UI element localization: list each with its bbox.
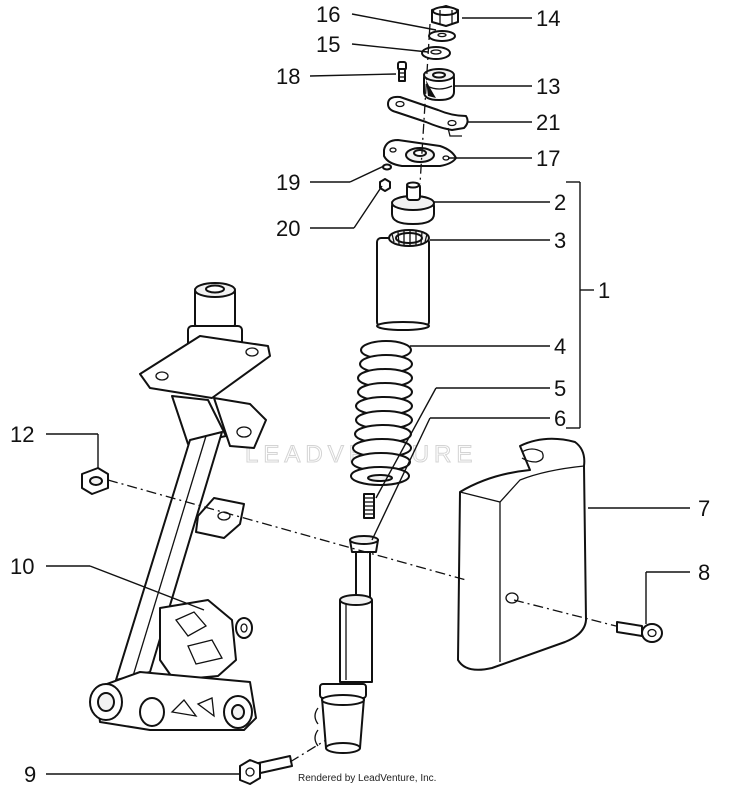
label-16: 16 — [316, 2, 340, 27]
leader-lines — [46, 13, 690, 775]
part-4-coil-spring — [350, 340, 413, 486]
label-18: 18 — [276, 64, 300, 89]
label-5: 5 — [554, 376, 566, 401]
part-8-bolt — [616, 621, 663, 643]
label-20: 20 — [276, 216, 300, 241]
label-9: 9 — [24, 762, 36, 787]
label-1: 1 — [598, 278, 610, 303]
label-7: 7 — [698, 496, 710, 521]
label-8: 8 — [698, 560, 710, 585]
label-2: 2 — [554, 190, 566, 215]
shock-absorber-body — [314, 551, 373, 754]
part-18-bolt — [397, 61, 407, 82]
part-10-frame — [89, 282, 271, 731]
label-6: 6 — [554, 406, 566, 431]
part-9-bolt — [239, 755, 293, 785]
part-13-bushing — [423, 68, 455, 101]
label-4: 4 — [554, 334, 566, 359]
label-17: 17 — [536, 146, 560, 171]
part-15-washer — [421, 46, 451, 60]
label-15: 15 — [316, 32, 340, 57]
part-21-bracket-plate — [387, 95, 469, 137]
label-10: 10 — [10, 554, 34, 579]
part-20-nut — [379, 178, 391, 192]
part-7-cover-panel — [457, 437, 587, 671]
part-3-dust-boot — [376, 229, 430, 331]
part-14-nut — [431, 5, 459, 27]
part-12-clip-nut — [81, 467, 109, 495]
part-17-upper-mount — [383, 139, 457, 167]
credit-text: Rendered by LeadVenture, Inc. — [298, 773, 436, 784]
label-14: 14 — [536, 6, 560, 31]
label-21: 21 — [536, 110, 560, 135]
label-19: 19 — [276, 170, 300, 195]
label-13: 13 — [536, 74, 560, 99]
label-3: 3 — [554, 228, 566, 253]
alignment-lines — [107, 23, 617, 763]
part-2-top-cap — [391, 181, 435, 225]
part-6-bump-stop — [349, 535, 379, 553]
part-16-washer — [428, 30, 456, 42]
part-5-threaded-rod — [363, 493, 375, 519]
label-12: 12 — [10, 422, 34, 447]
callout-labels: 16 14 15 18 13 21 17 19 2 20 3 1 4 5 6 1… — [10, 2, 710, 787]
part-19-washer — [382, 163, 392, 171]
